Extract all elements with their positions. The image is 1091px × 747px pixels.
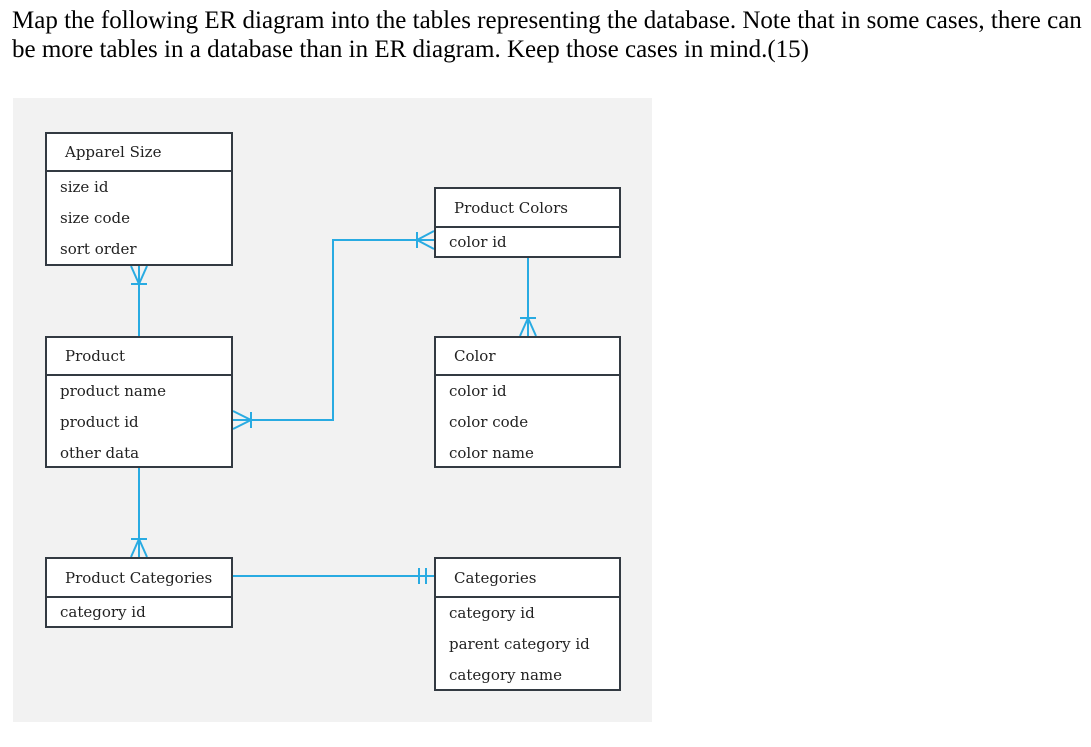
entity-title: Color bbox=[436, 338, 619, 376]
entity-title: Product Categories bbox=[47, 559, 231, 598]
attribute: color name bbox=[449, 444, 534, 462]
connector-product-categories-categories bbox=[232, 568, 435, 584]
entity-product: Product product name product id other da… bbox=[45, 336, 233, 468]
connector-product-colors-color bbox=[519, 257, 537, 337]
entity-title: Apparel Size bbox=[47, 134, 231, 172]
attribute: color id bbox=[449, 382, 507, 400]
attribute: size id bbox=[60, 178, 109, 196]
question-text: Map the following ER diagram into the ta… bbox=[12, 7, 1082, 63]
attribute: product id bbox=[60, 413, 139, 431]
attribute: product name bbox=[60, 382, 166, 400]
attribute: color id bbox=[449, 233, 507, 251]
entity-apparel-size: Apparel Size size id size code sort orde… bbox=[45, 132, 233, 266]
connector-product-product-categories bbox=[130, 467, 148, 558]
attribute: color code bbox=[449, 413, 529, 431]
entity-categories: Categories category id parent category i… bbox=[434, 557, 621, 691]
attribute: size code bbox=[60, 209, 130, 227]
attribute: category id bbox=[60, 603, 146, 621]
entity-product-categories: Product Categories category id bbox=[45, 557, 233, 628]
entity-title: Product bbox=[47, 338, 231, 376]
entity-title: Categories bbox=[436, 559, 619, 598]
attribute: category id bbox=[449, 604, 535, 622]
entity-color: Color color id color code color name bbox=[434, 336, 621, 468]
attribute: other data bbox=[60, 444, 140, 462]
entity-product-colors: Product Colors color id bbox=[434, 187, 621, 258]
attribute: category name bbox=[449, 666, 562, 684]
entity-title: Product Colors bbox=[436, 189, 619, 228]
connector-product-apparel-size bbox=[130, 265, 148, 337]
connector-product-product-colors bbox=[232, 230, 435, 430]
attribute: sort order bbox=[60, 240, 137, 258]
attribute: parent category id bbox=[449, 635, 590, 653]
